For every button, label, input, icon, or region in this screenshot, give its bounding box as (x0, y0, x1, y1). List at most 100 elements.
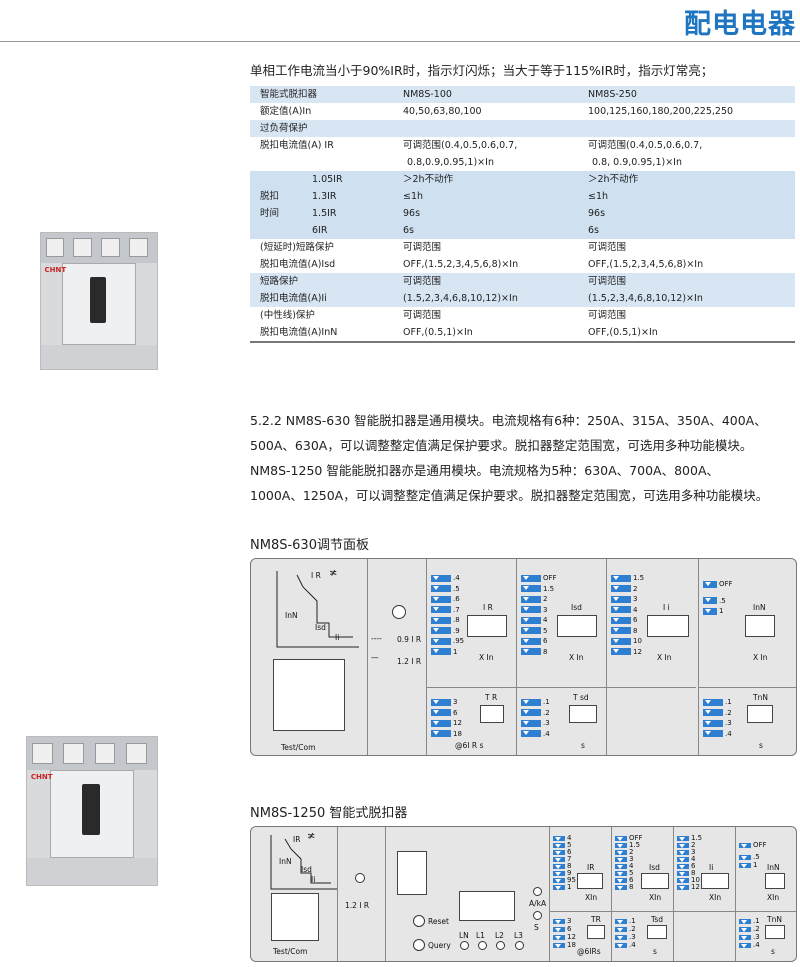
tnn-label: TnN (753, 693, 768, 702)
paragraph-line: 1000A、1250A，可以调整整定值满足保护要求。脱扣器整定范围宽，可选用多种… (250, 488, 769, 503)
tr-label: T R (485, 693, 498, 702)
isd-unit: X In (569, 653, 584, 662)
inn-display (765, 873, 785, 889)
curve-label-inn: InN (285, 611, 298, 620)
ir-unit: X In (479, 653, 494, 662)
isd-dip-switch[interactable]: OFF 1.5 2 3 4 5 6 8 (521, 573, 557, 657)
tr-unit: @6I R s (455, 741, 484, 750)
current-display (459, 891, 515, 921)
reset-label: Reset (428, 917, 449, 926)
legend-12ir: 1.2 I R (345, 901, 370, 910)
phase-ln: LN (459, 931, 469, 940)
tr-label: TR (591, 915, 601, 924)
inn-label: InN (753, 603, 766, 612)
display-screen (397, 851, 427, 895)
legend-line-icon: — (371, 653, 379, 662)
test-com-label: Test/Com (281, 743, 316, 752)
ir-dip-switch[interactable]: 4 5 6 7 8 9 95 1 (553, 835, 576, 891)
query-label: Query (428, 941, 451, 950)
isd-label: Isd (571, 603, 582, 612)
phase-led-l2 (496, 941, 505, 950)
inn-unit: X In (753, 653, 768, 662)
curve-label-isd: Isd (301, 865, 312, 874)
aka-label: A/kA (529, 899, 547, 908)
breaker-photo-1: CHNT (40, 232, 158, 370)
tr-dip-switch[interactable]: 3 6 12 18 (431, 697, 462, 739)
tnn-unit: s (759, 741, 763, 750)
curve-label-inn: InN (279, 857, 292, 866)
paragraph-line: 500A、630A，可以调整整定值满足保护要求。脱扣器整定范围宽，可选用多种功能… (250, 438, 753, 453)
ii-display (701, 873, 729, 889)
brand-logo: CHNT (30, 772, 53, 781)
tr-display (587, 925, 605, 939)
curve-label-ir: I R (311, 571, 321, 580)
tr-display (480, 705, 504, 723)
indicator-led (392, 605, 406, 619)
table-row: 智能式脱扣器 NM8S-100 NM8S-250 (250, 86, 795, 103)
adjust-panel-1250: IR ≭ InN Isd Ii Test/Com 1.2 I R Reset Q… (250, 826, 797, 962)
phase-led-l1 (478, 941, 487, 950)
tr-dip-switch[interactable]: 3 6 12 18 (553, 917, 576, 949)
legend-line-icon: ---- (371, 634, 382, 643)
tnn-display (747, 705, 773, 723)
s-label: S (534, 923, 539, 932)
tsd-display (647, 925, 667, 939)
indicator-note: 单相工作电流当小于90%IR时，指示灯闪烁；当大于等于115%IR时，指示灯常亮… (250, 63, 714, 78)
s-led (533, 911, 542, 920)
section-title-630: NM8S-630调节面板 (250, 538, 369, 553)
tsd-unit: s (653, 947, 657, 956)
legend-12ir: 1.2 I R (397, 657, 422, 666)
table-row: 短路保护脱扣电流值(A)Ii 可调范围(1.5,2,3,4,6,8,10,12)… (250, 273, 795, 307)
tsd-dip-switch[interactable]: .1 .2 .3 .4 (521, 697, 550, 739)
x-symbol-icon: ≭ (329, 568, 338, 579)
table-row: 96s 96s (250, 205, 795, 222)
tnn-dip-switch[interactable]: .1 .2 .3 .4 (739, 917, 760, 949)
trip-curve-diagram (276, 571, 359, 648)
inn-dip-switch[interactable]: OFF .5 1 (739, 841, 767, 869)
ii-label: I i (663, 603, 670, 612)
inn-unit: XIn (767, 893, 780, 902)
ii-unit: XIn (709, 893, 722, 902)
ir-dip-switch[interactable]: .4 .5 .6 .7 .8 .9 .95 1 (431, 573, 464, 657)
table-row: 脱扣电流值(A) IR 可调范围(0.4,0.5,0.6,0.7, 可调范围(0… (260, 140, 703, 151)
table-row: ≤1h ≤1h (250, 188, 795, 205)
curve-label-isd: Isd (315, 623, 326, 632)
isd-label: Isd (649, 863, 660, 872)
inn-dip-switch[interactable]: OFF .5 1 (703, 579, 733, 617)
adjust-panel-630: I R ≭ InN Isd Ii Test/Com ---- 0.9 I R —… (250, 558, 797, 756)
aka-led (533, 887, 542, 896)
test-com-port[interactable] (273, 659, 345, 731)
tsd-unit: s (581, 741, 585, 750)
ir-label: IR (587, 863, 595, 872)
ir-unit: XIn (585, 893, 598, 902)
isd-unit: XIn (649, 893, 662, 902)
tsd-label: Tsd (651, 915, 664, 924)
test-com-port[interactable] (271, 893, 319, 941)
ii-display (647, 615, 689, 637)
query-button[interactable] (413, 939, 425, 951)
tnn-dip-switch[interactable]: .1 .2 .3 .4 (703, 697, 732, 739)
section-title-1250: NM8S-1250 智能式脱扣器 (250, 806, 408, 821)
curve-label-ii: Ii (311, 875, 316, 884)
table-row: 过负荷保护 (250, 120, 795, 137)
isd-dip-switch[interactable]: OFF 1.5 2 3 4 5 6 8 (615, 835, 643, 891)
isd-display (557, 615, 597, 637)
reset-button[interactable] (413, 915, 425, 927)
indicator-led (355, 873, 365, 883)
ii-label: Ii (709, 863, 714, 872)
table-row: 0.8,0.9,0.95,1)×In 0.8, 0.9,0.95,1)×In (407, 157, 682, 168)
ii-dip-switch[interactable]: 1.5 2 3 4 6 8 10 12 (611, 573, 644, 657)
tnn-label: TnN (767, 915, 782, 924)
legend-09ir: 0.9 I R (397, 635, 422, 644)
ir-label: I R (483, 603, 493, 612)
page-title: 配电电器 (684, 9, 796, 40)
table-row: 额定值(A)In 40,50,63,80,100 100,125,160,180… (260, 106, 734, 117)
inn-label: InN (767, 863, 780, 872)
curve-label-ir: IR (293, 835, 301, 844)
ii-dip-switch[interactable]: 1.5 2 3 4 6 8 10 12 (677, 835, 702, 891)
tsd-dip-switch[interactable]: .1 .2 .3 .4 (615, 917, 636, 949)
paragraph-line: NM8S-1250 智能能脱扣器亦是通用模块。电流规格为5种：630A、700A… (250, 463, 720, 478)
ir-display (577, 873, 603, 889)
tnn-unit: s (771, 947, 775, 956)
tsd-display (569, 705, 597, 723)
